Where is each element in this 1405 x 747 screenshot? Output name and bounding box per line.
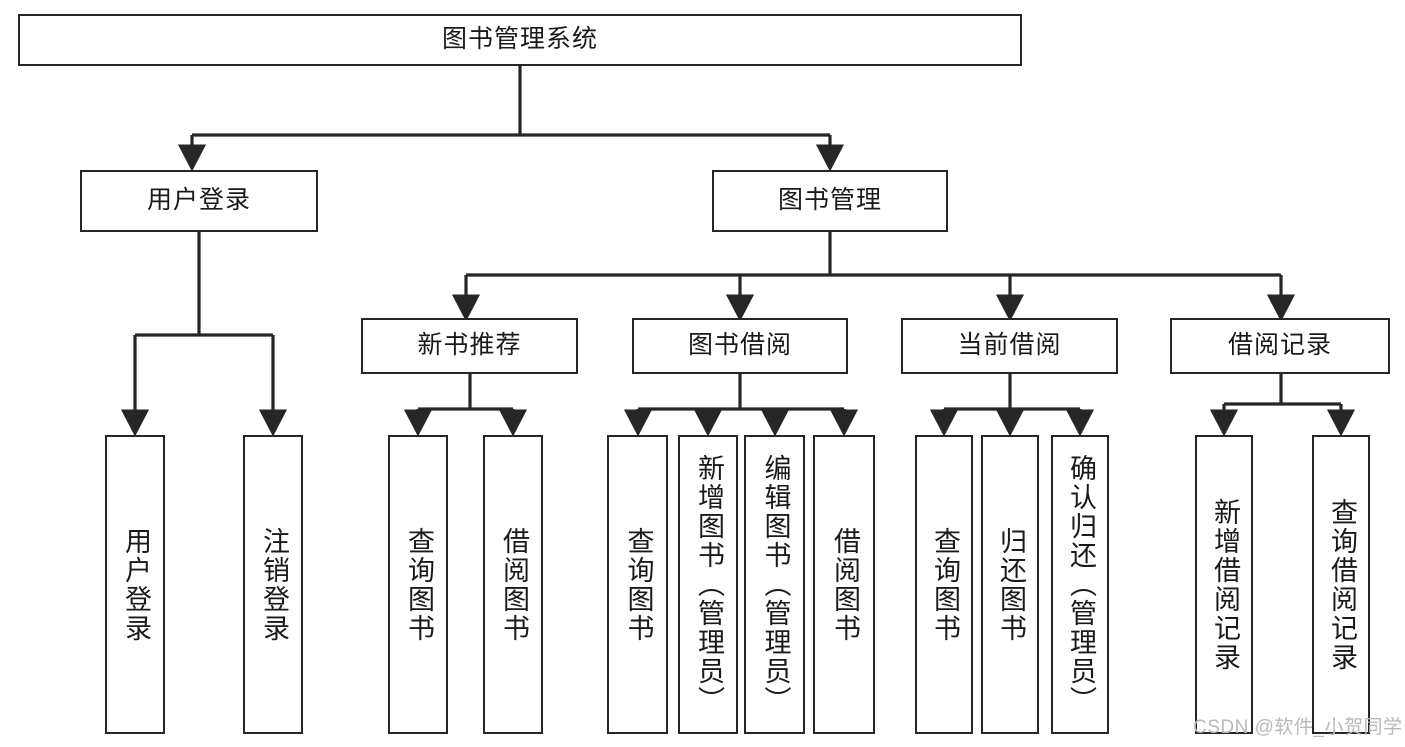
node-label: 借阅图书 xyxy=(829,526,860,643)
leaf-user-login-logout[interactable]: 注销登录 xyxy=(243,435,303,734)
node-label: 借阅记录 xyxy=(1227,331,1332,360)
node-label: 编辑图书（管理员） xyxy=(760,454,791,715)
node-current-borrow[interactable]: 当前借阅 xyxy=(901,318,1118,374)
leaf-user-login-login[interactable]: 用户登录 xyxy=(105,435,165,734)
leaf-book-borrow-query-book[interactable]: 查询图书 xyxy=(607,435,668,734)
node-root-book-management-system[interactable]: 图书管理系统 xyxy=(18,14,1022,66)
node-label: 查询图书 xyxy=(623,526,654,643)
leaf-book-borrow-borrow-book[interactable]: 借阅图书 xyxy=(813,435,875,734)
leaf-book-borrow-add-book-admin[interactable]: 新增图书（管理员） xyxy=(678,435,738,734)
node-label: 图书管理系统 xyxy=(441,25,598,54)
node-book-management[interactable]: 图书管理 xyxy=(712,170,948,232)
node-label: 归还图书 xyxy=(995,526,1026,643)
leaf-new-book-query-book[interactable]: 查询图书 xyxy=(388,435,448,734)
node-book-borrow[interactable]: 图书借阅 xyxy=(632,318,848,374)
node-user-login[interactable]: 用户登录 xyxy=(80,170,318,232)
node-label: 新增图书（管理员） xyxy=(693,454,724,715)
node-label: 查询借阅记录 xyxy=(1326,497,1357,672)
node-label: 图书管理 xyxy=(777,186,882,215)
node-label: 查询图书 xyxy=(929,526,960,643)
node-borrow-record[interactable]: 借阅记录 xyxy=(1170,318,1390,374)
node-label: 图书借阅 xyxy=(687,331,792,360)
leaf-current-borrow-query-book[interactable]: 查询图书 xyxy=(915,435,973,734)
node-label: 新增借阅记录 xyxy=(1209,497,1240,672)
node-label: 查询图书 xyxy=(403,526,434,643)
node-label: 借阅图书 xyxy=(498,526,529,643)
node-label: 用户登录 xyxy=(120,526,151,643)
node-label: 新书推荐 xyxy=(417,331,522,360)
node-label: 当前借阅 xyxy=(957,331,1062,360)
leaf-borrow-record-add-record[interactable]: 新增借阅记录 xyxy=(1195,435,1253,734)
node-label: 确认归还（管理员） xyxy=(1065,454,1096,715)
leaf-borrow-record-query-record[interactable]: 查询借阅记录 xyxy=(1312,435,1370,734)
node-label: 用户登录 xyxy=(146,186,251,215)
leaf-new-book-borrow-book[interactable]: 借阅图书 xyxy=(483,435,543,734)
leaf-current-borrow-confirm-return-admin[interactable]: 确认归还（管理员） xyxy=(1051,435,1109,734)
leaf-book-borrow-edit-book-admin[interactable]: 编辑图书（管理员） xyxy=(744,435,805,734)
node-new-book-recommend[interactable]: 新书推荐 xyxy=(361,318,578,374)
node-label: 注销登录 xyxy=(258,526,289,643)
leaf-current-borrow-return-book[interactable]: 归还图书 xyxy=(981,435,1039,734)
